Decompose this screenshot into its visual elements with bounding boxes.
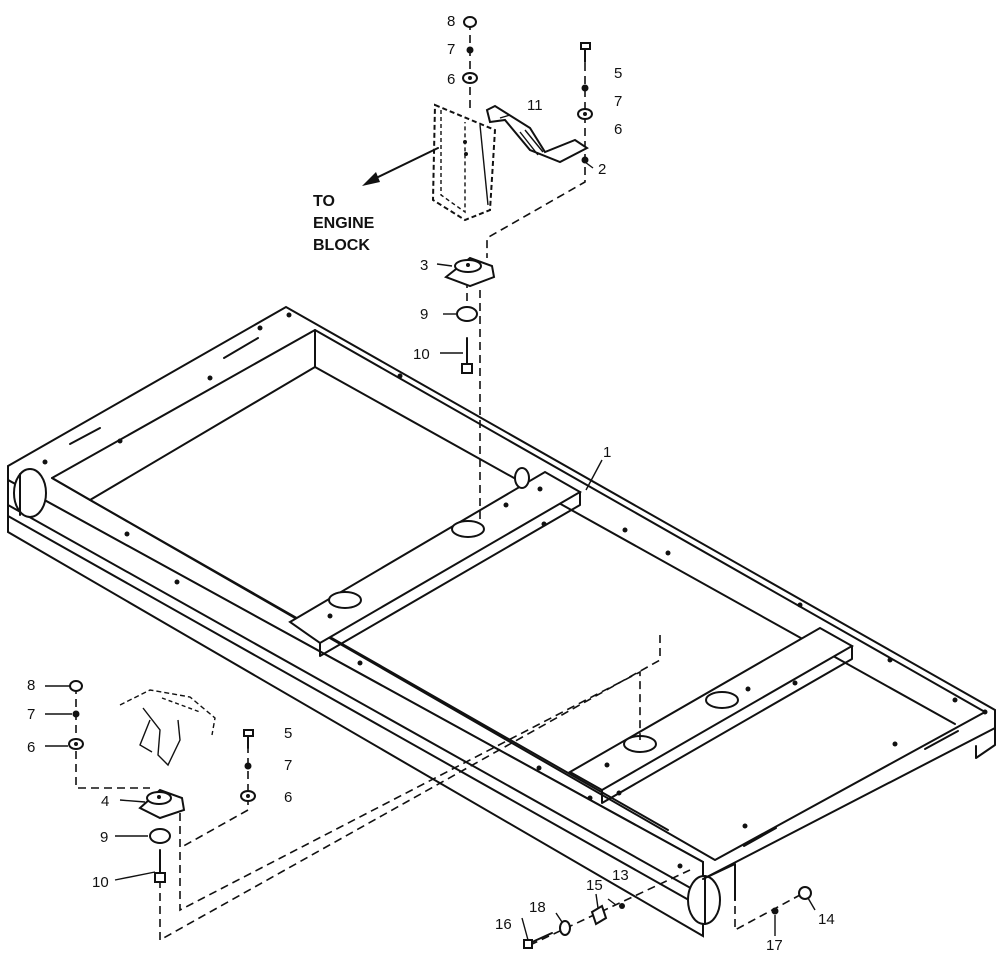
screw-icon — [580, 42, 591, 63]
engine-bracket-icon — [119, 689, 216, 767]
arrow-icon — [371, 147, 439, 181]
callout-7-upper: 7 — [447, 41, 455, 58]
callout-8-upper: 8 — [447, 13, 455, 30]
callout-5-lower: 5 — [284, 725, 292, 742]
callout-7-upper-right: 7 — [614, 93, 622, 110]
vibration-mount-icon — [138, 788, 186, 820]
callout-8-lower: 8 — [27, 677, 35, 694]
callout-6-upper: 6 — [447, 71, 455, 88]
callout-10-upper: 10 — [413, 346, 430, 363]
vibration-mount-icon — [443, 256, 496, 288]
bracket-arm-icon — [485, 104, 589, 164]
callout-labels: 1 2 3 4 5 6 7 8 9 10 11 6 7 8 7 6 5 7 6 … — [27, 13, 835, 954]
washer-icon — [149, 828, 171, 844]
clip-icon — [590, 904, 608, 926]
lockwasher-icon — [244, 762, 252, 770]
lockwasher-icon — [771, 907, 779, 915]
washer-icon — [456, 306, 478, 322]
callout-13: 13 — [612, 867, 629, 884]
upper-mount-assembly — [362, 16, 593, 520]
lockwasher-icon — [581, 84, 589, 92]
lockwasher-icon — [72, 710, 80, 718]
bolt-icon — [154, 849, 166, 883]
callout-18: 18 — [529, 899, 546, 916]
lower-mount-assembly — [68, 632, 661, 942]
callout-3: 3 — [420, 257, 428, 274]
bolt-icon — [461, 337, 473, 374]
callout-17: 17 — [766, 937, 783, 954]
callout-6-lower: 6 — [27, 739, 35, 756]
leader-lines — [45, 114, 816, 941]
callout-10-lower: 10 — [92, 874, 109, 891]
callout-9-upper: 9 — [420, 306, 428, 323]
washer-icon — [68, 738, 84, 750]
nut-icon — [798, 886, 812, 900]
nut-icon — [463, 16, 477, 28]
lockwasher-icon — [619, 903, 625, 909]
callout-5-upper: 5 — [614, 65, 622, 82]
callout-6-upper-right: 6 — [614, 121, 622, 138]
bolt-icon — [523, 932, 553, 949]
note-line-3: BLOCK — [313, 237, 370, 254]
washer-icon — [577, 108, 593, 120]
engine-block-note: TO ENGINE BLOCK — [313, 193, 375, 254]
callout-7-lower-right: 7 — [284, 757, 292, 774]
note-line-1: TO — [313, 193, 335, 210]
nut-icon — [69, 680, 83, 692]
callout-9-lower: 9 — [100, 829, 108, 846]
callout-2: 2 — [598, 161, 606, 178]
screw-icon — [243, 729, 254, 749]
stud-icon — [581, 156, 589, 164]
note-line-2: ENGINE — [313, 215, 375, 232]
callout-11: 11 — [527, 97, 543, 114]
washer-icon — [240, 790, 256, 802]
callout-4: 4 — [101, 793, 109, 810]
washer-icon — [462, 72, 478, 84]
callout-6-lower-right: 6 — [284, 789, 292, 806]
callout-14: 14 — [818, 911, 835, 928]
washer-icon — [559, 920, 571, 936]
end-hardware — [523, 869, 812, 949]
callout-15: 15 — [586, 877, 603, 894]
callout-7-lower: 7 — [27, 706, 35, 723]
base-frame — [7, 305, 996, 938]
engine-bracket-icon — [431, 103, 497, 222]
callout-16: 16 — [495, 916, 512, 933]
lockwasher-icon — [466, 46, 474, 54]
callout-1: 1 — [603, 444, 611, 461]
